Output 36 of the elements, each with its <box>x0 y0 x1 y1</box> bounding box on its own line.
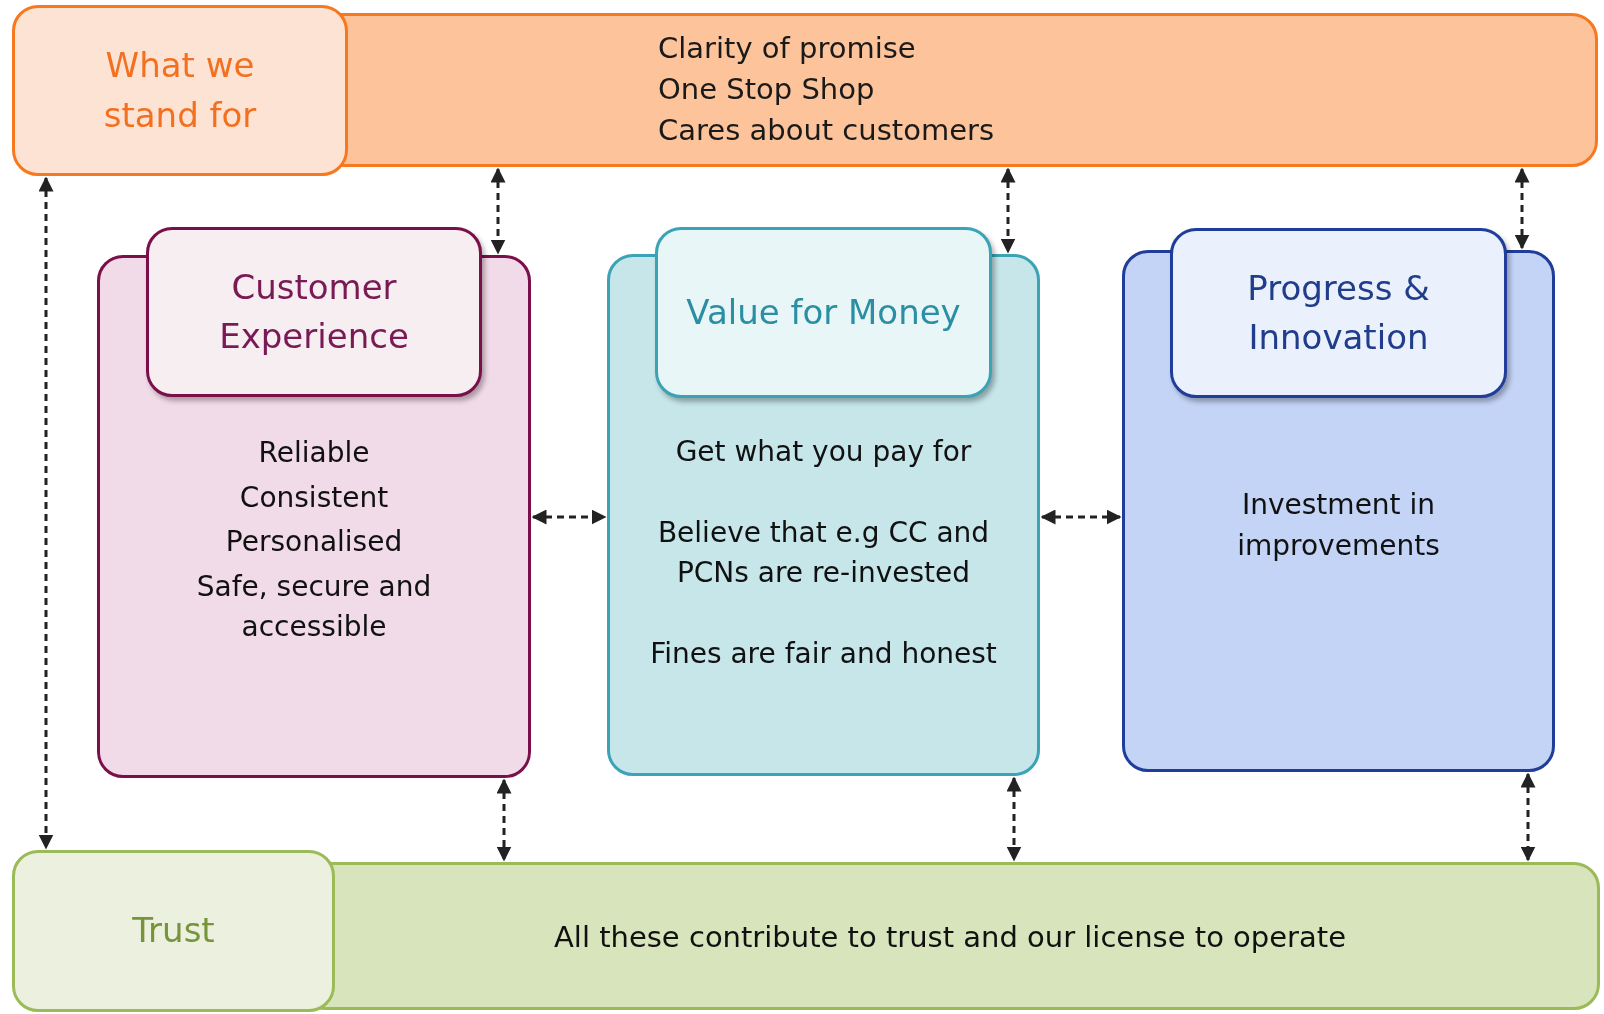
dashed-double-arrow <box>38 176 54 850</box>
dashed-double-arrow <box>1514 167 1530 250</box>
heading-text: Value for Money <box>686 290 961 334</box>
body-text: Get what you pay for <box>675 434 972 470</box>
dashed-double-arrow <box>1040 509 1122 525</box>
dashed-double-arrow <box>531 509 607 525</box>
dashed-double-arrow <box>1000 167 1016 254</box>
body-text: Personalised <box>225 524 403 561</box>
heading-text: Customer Experience <box>218 265 410 358</box>
heading-text: Progress & Innovation <box>1246 266 1431 359</box>
dashed-double-arrow <box>496 778 512 862</box>
heading-text: What we stand for <box>102 44 258 137</box>
body-text: All these contribute to trust and our license to operate <box>554 918 1346 956</box>
body-text: Clarity of promise <box>658 30 916 67</box>
pillar-header <box>655 227 992 398</box>
dashed-double-arrow <box>1006 776 1022 862</box>
pillar-header <box>146 227 482 397</box>
pillar-header <box>1170 228 1507 398</box>
body-text: Cares about customers <box>658 112 995 150</box>
body-text: One Stop Shop <box>658 71 875 109</box>
banner-band <box>12 5 1598 176</box>
heading-text: Trust <box>132 909 215 953</box>
pillar-panel <box>607 227 1040 776</box>
body-text: Reliable <box>258 435 370 471</box>
pillar-panel <box>1122 228 1555 772</box>
banner-band <box>12 850 1600 1012</box>
dashed-double-arrow <box>490 167 506 255</box>
body-text: Fines are fair and honest <box>650 635 997 672</box>
body-text: Believe that e.g CC and PCNs are re-invested <box>656 514 991 592</box>
body-text: Investment in improvements <box>1236 487 1441 564</box>
pillar-panel <box>97 227 531 778</box>
title-tab <box>12 5 348 176</box>
dashed-double-arrow <box>1520 772 1536 862</box>
body-text: Consistent <box>239 479 389 516</box>
body-text: Safe, secure and accessible <box>195 568 433 646</box>
title-tab <box>12 850 335 1012</box>
